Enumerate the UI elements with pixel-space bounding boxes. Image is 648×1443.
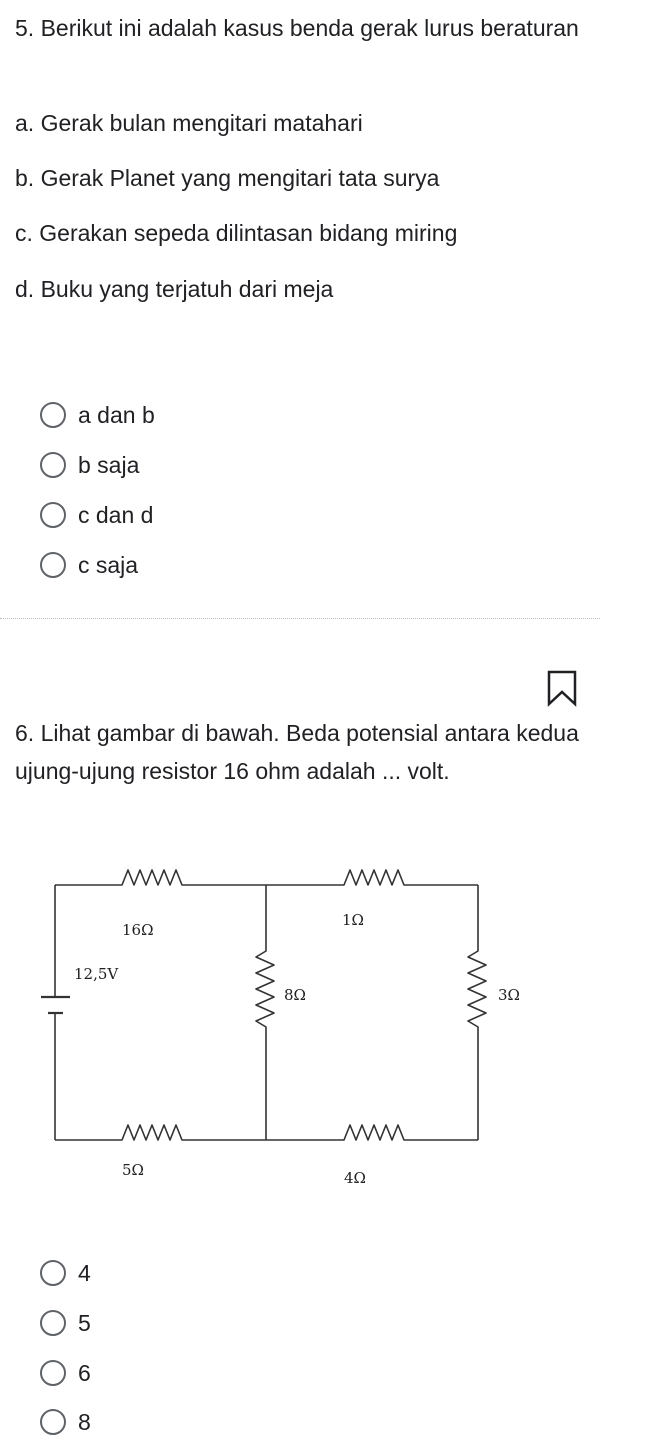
label-r-top-left: 16Ω	[122, 921, 154, 939]
radio-button[interactable]	[40, 1360, 66, 1386]
q6-option-1-label: 4	[78, 1260, 91, 1286]
radio-button[interactable]	[40, 552, 66, 578]
q5-option-1[interactable]: a dan b	[40, 398, 155, 432]
q5-option-3-label: c dan d	[78, 502, 154, 528]
q6-option-2[interactable]: 5	[40, 1306, 91, 1340]
label-r-middle: 8Ω	[284, 986, 306, 1004]
question-5-item-d: d. Buku yang terjatuh dari meja	[15, 276, 334, 302]
radio-button[interactable]	[40, 1409, 66, 1435]
wire	[255, 885, 275, 1140]
label-r-bottom-left: 5Ω	[122, 1161, 144, 1179]
q6-option-2-label: 5	[78, 1310, 91, 1336]
q6-option-4[interactable]: 8	[40, 1405, 91, 1439]
label-battery: 12,5V	[74, 965, 119, 983]
radio-button[interactable]	[40, 502, 66, 528]
wire	[467, 885, 487, 1140]
bookmark-icon[interactable]	[546, 670, 578, 707]
q5-option-2[interactable]: b saja	[40, 448, 139, 482]
q5-option-4[interactable]: c saja	[40, 548, 138, 582]
question-5-text: 5. Berikut ini adalah kasus benda gerak …	[15, 15, 579, 41]
label-r-right: 3Ω	[498, 986, 520, 1004]
q6-option-3[interactable]: 6	[40, 1356, 91, 1390]
q5-option-4-label: c saja	[78, 552, 139, 578]
question-divider	[0, 618, 600, 619]
q6-option-1[interactable]: 4	[40, 1256, 91, 1290]
label-r-bottom-right: 4Ω	[344, 1169, 366, 1187]
radio-button[interactable]	[40, 452, 66, 478]
radio-button[interactable]	[40, 1260, 66, 1286]
radio-button[interactable]	[40, 402, 66, 428]
q6-option-4-label: 8	[78, 1409, 91, 1435]
question-6-text: 6. Lihat gambar di bawah. Beda potensial…	[15, 720, 579, 784]
q5-option-2-label: b saja	[78, 452, 140, 478]
q5-option-1-label: a dan b	[78, 402, 155, 428]
wire	[266, 869, 478, 886]
wire	[55, 1124, 266, 1141]
circuit-diagram: 16Ω 1Ω 12,5V 8Ω 3Ω 5Ω 4Ω	[41, 869, 520, 1187]
radio-button[interactable]	[40, 1310, 66, 1336]
question-5-item-c: c. Gerakan sepeda dilintasan bidang miri…	[15, 220, 458, 246]
label-r-top-right: 1Ω	[342, 911, 364, 929]
wire	[55, 869, 266, 886]
q6-option-3-label: 6	[78, 1360, 91, 1386]
wire	[266, 1124, 478, 1141]
question-5-item-a: a. Gerak bulan mengitari matahari	[15, 110, 363, 136]
question-5-item-b: b. Gerak Planet yang mengitari tata sury…	[15, 165, 440, 191]
q5-option-3[interactable]: c dan d	[40, 498, 153, 532]
